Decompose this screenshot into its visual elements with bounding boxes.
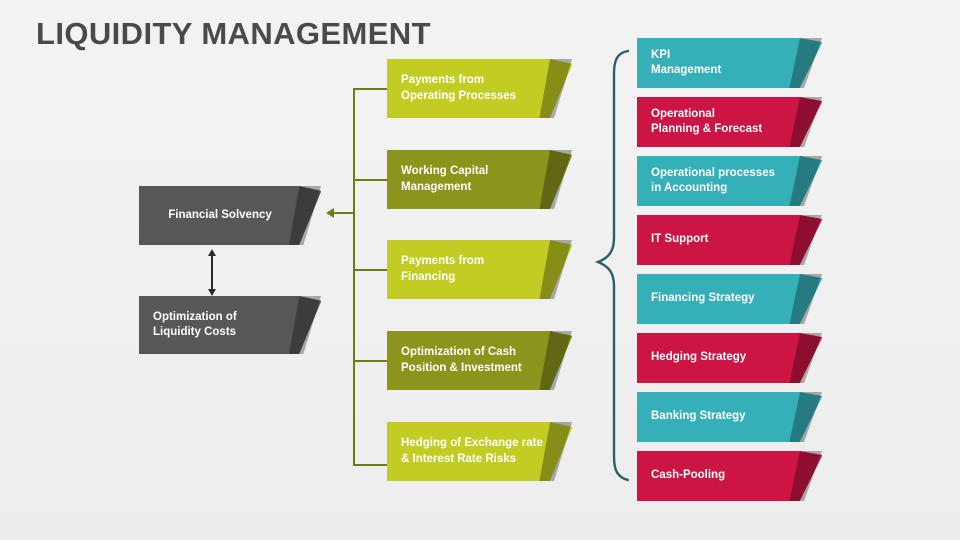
enabler-box-kpi-management[interactable]: KPI Management xyxy=(637,38,822,88)
enabler-box-shape xyxy=(637,38,822,88)
enabler-box-label: Hedging Strategy xyxy=(651,351,747,364)
enabler-box-label: Operational processes in Accounting xyxy=(651,166,775,194)
double-headed-vertical-arrow-icon xyxy=(203,249,221,296)
process-box-label: Optimization of Cash Position & Investme… xyxy=(401,346,522,374)
enabler-box-operational-processes-accounting[interactable]: Operational processes in Accounting xyxy=(637,156,822,206)
process-box-shape xyxy=(387,422,572,481)
left-arrow-icon xyxy=(326,208,334,218)
arrow-stem xyxy=(211,255,213,290)
enabler-box-hedging-strategy[interactable]: Hedging Strategy xyxy=(637,333,822,383)
process-box-label: Hedging of Exchange rate & Interest Rate… xyxy=(401,437,543,465)
arrow-head-up-icon xyxy=(208,249,216,256)
enabler-box-shape xyxy=(637,333,822,383)
goal-box-shape xyxy=(139,296,321,354)
process-box-label: Working Capital Management xyxy=(401,165,489,193)
enabler-box-operational-planning-forecast[interactable]: Operational Planning & Forecast xyxy=(637,97,822,147)
goal-box-optimization-liquidity-costs[interactable]: Optimization of Liquidity Costs xyxy=(139,296,321,354)
enabler-box-shape xyxy=(637,392,822,442)
enabler-box-shape xyxy=(637,97,822,147)
enabler-box-shape xyxy=(637,274,822,324)
process-box-working-capital[interactable]: Working Capital Management xyxy=(387,150,572,209)
process-bracket-stem-to-goals xyxy=(334,212,354,214)
process-box-shape xyxy=(387,150,572,209)
process-bracket-branch xyxy=(353,360,389,362)
enabler-box-label: Operational Planning & Forecast xyxy=(651,107,763,135)
process-box-hedging-exchange-rate[interactable]: Hedging of Exchange rate & Interest Rate… xyxy=(387,422,572,481)
enabler-box-shape xyxy=(637,156,822,206)
process-box-payments-operating[interactable]: Payments from Operating Processes xyxy=(387,59,572,118)
enabler-box-shape xyxy=(637,215,822,265)
goal-box-label: Financial Solvency xyxy=(168,208,272,221)
enabler-box-label: IT Support xyxy=(651,233,709,246)
enabler-box-label: Financing Strategy xyxy=(651,292,755,305)
process-box-shape xyxy=(387,240,572,299)
process-bracket-branch xyxy=(353,88,389,90)
enabler-box-financing-strategy[interactable]: Financing Strategy xyxy=(637,274,822,324)
process-bracket-branch xyxy=(353,179,389,181)
curly-brace-left-icon xyxy=(594,49,630,482)
process-bracket-branch xyxy=(353,464,389,466)
enabler-box-banking-strategy[interactable]: Banking Strategy xyxy=(637,392,822,442)
enabler-box-cash-pooling[interactable]: Cash-Pooling xyxy=(637,451,822,501)
goal-box-shape xyxy=(139,186,321,245)
process-box-label: Payments from Financing xyxy=(401,255,485,283)
process-box-shape xyxy=(387,59,572,118)
process-box-shape xyxy=(387,331,572,390)
enabler-box-it-support[interactable]: IT Support xyxy=(637,215,822,265)
process-box-label: Payments from Operating Processes xyxy=(401,74,517,102)
process-box-payments-financing[interactable]: Payments from Financing xyxy=(387,240,572,299)
page-title: LIQUIDITY MANAGEMENT xyxy=(36,16,431,51)
goal-box-label: Optimization of Liquidity Costs xyxy=(153,310,237,338)
enabler-box-label: KPI Management xyxy=(651,48,722,76)
enabler-box-label: Banking Strategy xyxy=(651,410,746,423)
arrow-head-down-icon xyxy=(208,289,216,296)
process-bracket-trunk xyxy=(353,88,355,465)
enabler-box-label: Cash-Pooling xyxy=(651,469,726,482)
enabler-box-shape xyxy=(637,451,822,501)
process-box-optimization-cash-position[interactable]: Optimization of Cash Position & Investme… xyxy=(387,331,572,390)
process-bracket-branch xyxy=(353,269,389,271)
goal-box-financial-solvency[interactable]: Financial Solvency xyxy=(139,186,321,245)
